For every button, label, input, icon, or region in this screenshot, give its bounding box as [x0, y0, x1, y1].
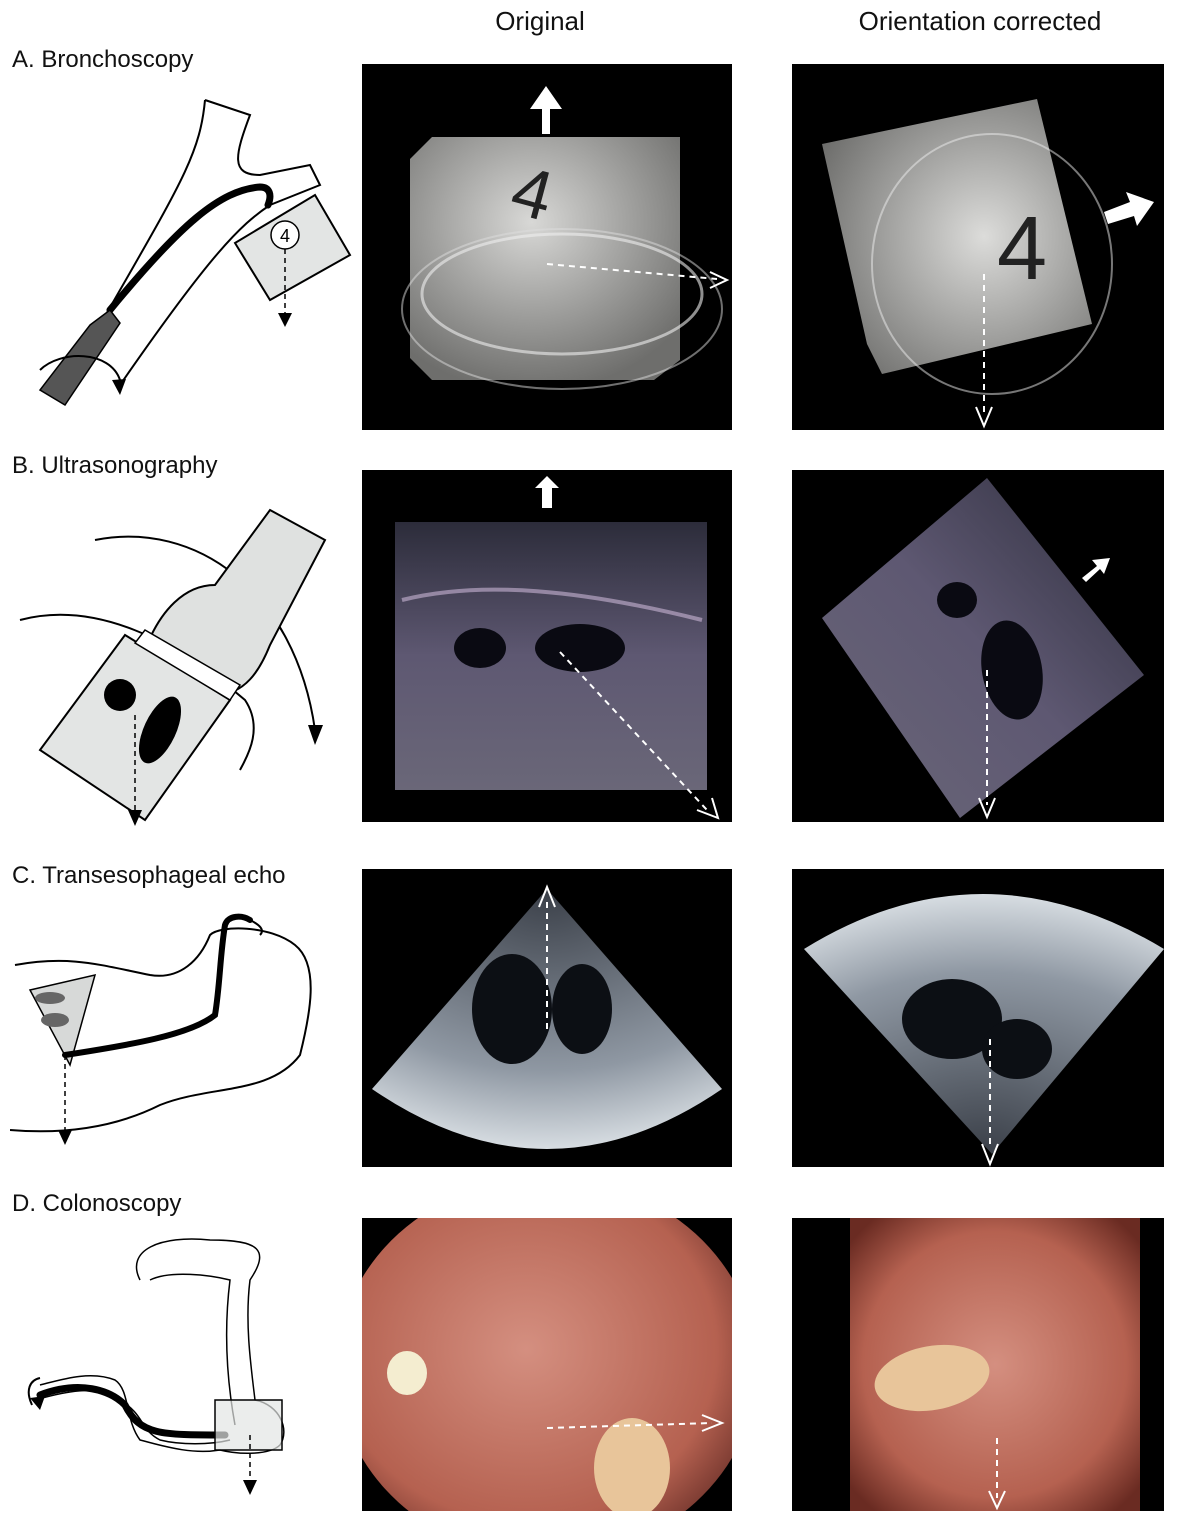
- row-label-ultrasonography: B. Ultrasonography: [12, 452, 217, 480]
- colonoscopy-original-image: [362, 1218, 732, 1511]
- bronchoscopy-original-image: 4: [362, 64, 732, 430]
- tee-original-image: [362, 869, 732, 1167]
- colonoscopy-corrected-image: [792, 1218, 1164, 1511]
- colonoscope-sketch: [10, 1230, 310, 1500]
- tee-probe-sketch: [10, 905, 340, 1155]
- row-label-colonoscopy: D. Colonoscopy: [12, 1190, 181, 1218]
- ultrasound-corrected-image: [792, 470, 1164, 822]
- column-header-original: Original: [410, 6, 670, 37]
- bronchoscope-sketch: 4: [20, 95, 360, 425]
- row-label-transesophageal-echo: C. Transesophageal echo: [12, 862, 286, 890]
- tee-corrected-image: [792, 869, 1164, 1167]
- marker-number: 4: [280, 226, 290, 246]
- row-label-bronchoscopy: A. Bronchoscopy: [12, 46, 193, 74]
- column-header-corrected: Orientation corrected: [800, 6, 1160, 37]
- marker-number-corrected: 4: [997, 199, 1047, 299]
- ultrasound-probe-sketch: [15, 500, 355, 840]
- bronchoscopy-corrected-image: 4: [792, 64, 1164, 430]
- ultrasound-original-image: [362, 470, 732, 822]
